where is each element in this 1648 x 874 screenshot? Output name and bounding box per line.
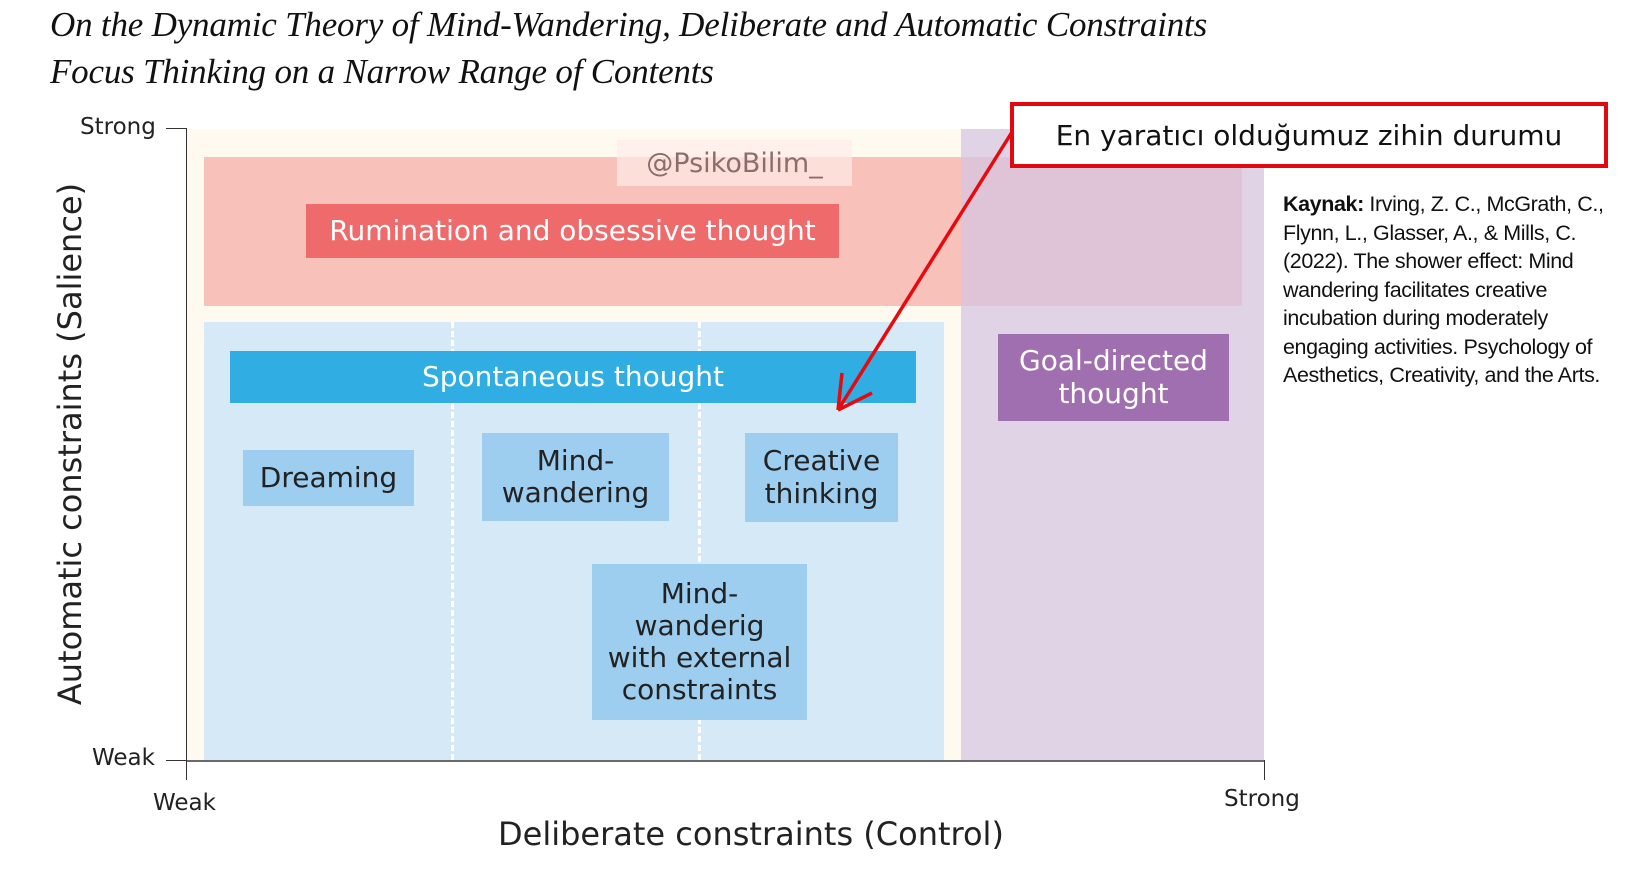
y-axis-line [186, 128, 187, 761]
figure-title-line-1: On the Dynamic Theory of Mind-Wandering,… [50, 5, 1207, 44]
x-tick-label-weak: Weak [153, 790, 216, 816]
x-axis-label: Deliberate constraints (Control) [498, 815, 1004, 853]
watermark: @PsikoBilim_ [617, 140, 852, 186]
goal-directed-region [961, 129, 1264, 760]
creative-thinking-label: Creative thinking [745, 433, 898, 522]
mind-wandering-label: Mind-wandering [482, 433, 669, 521]
mind-wandering-text: Mind-wandering [501, 443, 650, 509]
x-tick-label-strong: Strong [1224, 786, 1300, 812]
goal-directed-text: Goal-directed thought [1019, 344, 1208, 410]
figure-title-line-2: Focus Thinking on a Narrow Range of Cont… [50, 52, 714, 91]
reference-text: Irving, Z. C., McGrath, C., Flynn, L., G… [1283, 192, 1604, 387]
x-tick-weak [186, 760, 187, 780]
region-divider-1 [451, 322, 454, 760]
spontaneous-thought-label: Spontaneous thought [230, 351, 916, 403]
reference-citation: Kaynak: Irving, Z. C., McGrath, C., Flyn… [1283, 190, 1623, 390]
callout-box: En yaratıcı olduğumuz zihin durumu [1010, 102, 1608, 168]
rumination-label: Rumination and obsessive thought [306, 204, 839, 258]
y-axis-label: Automatic constraints (Salience) [51, 182, 89, 706]
reference-label: Kaynak: [1283, 192, 1364, 216]
x-tick-strong [1264, 760, 1265, 780]
dreaming-label: Dreaming [243, 450, 414, 506]
goal-directed-label: Goal-directed thought [998, 334, 1229, 421]
creative-thinking-text: Creative thinking [762, 444, 881, 510]
x-axis-line [186, 760, 1264, 762]
mind-wandering-external-text: Mind-wanderig with external constraints [607, 576, 792, 707]
region-divider-2 [698, 322, 701, 760]
y-tick-label-weak: Weak [92, 745, 155, 771]
y-tick-label-strong: Strong [80, 114, 156, 140]
y-tick-strong [166, 128, 186, 129]
mind-wandering-external-label: Mind-wanderig with external constraints [592, 564, 807, 720]
y-tick-weak [166, 760, 186, 761]
